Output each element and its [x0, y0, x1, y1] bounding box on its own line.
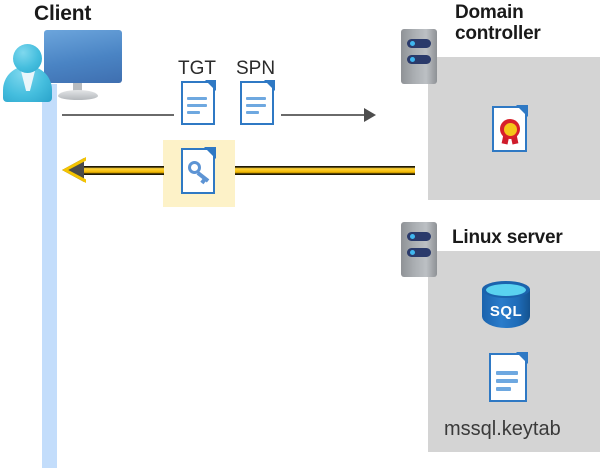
certificate-seal-inner-icon: [503, 122, 517, 136]
spn-label: SPN: [236, 58, 276, 79]
response-arrow-line-left: [82, 166, 164, 175]
domain-controller-title-line1: Domain: [455, 2, 524, 23]
domain-controller-server-icon: [401, 29, 437, 84]
person-head-icon: [13, 44, 42, 73]
request-arrowhead-icon: [364, 108, 376, 122]
key-ring-icon: [188, 161, 201, 174]
domain-controller-title-line2: controller: [455, 23, 541, 45]
response-arrow-line-right: [233, 166, 415, 175]
certificate-document-icon: [492, 105, 528, 152]
monitor-base-icon: [58, 90, 98, 100]
spn-document-icon: [240, 80, 275, 125]
monitor-screen-icon: [44, 30, 122, 83]
sql-database-label: SQL: [489, 303, 523, 320]
request-arrow-line-right: [281, 114, 365, 116]
linux-server-title: Linux server: [452, 227, 563, 248]
client-lifeline: [42, 84, 57, 468]
domain-controller-title: Domain controller: [455, 2, 595, 45]
client-workstation-icon: [0, 0, 130, 110]
monitor-neck-icon: [73, 83, 82, 93]
tgt-label: TGT: [178, 58, 216, 79]
sql-database-icon: SQL: [482, 281, 530, 335]
tgt-document-icon: [181, 80, 216, 125]
key-document-icon: [181, 147, 216, 194]
linux-server-icon: [401, 222, 437, 277]
keytab-filename-label: mssql.keytab: [444, 418, 561, 440]
client-title: Client: [34, 2, 92, 25]
keytab-document-icon: [489, 352, 528, 402]
request-arrow-line-left: [62, 114, 174, 116]
